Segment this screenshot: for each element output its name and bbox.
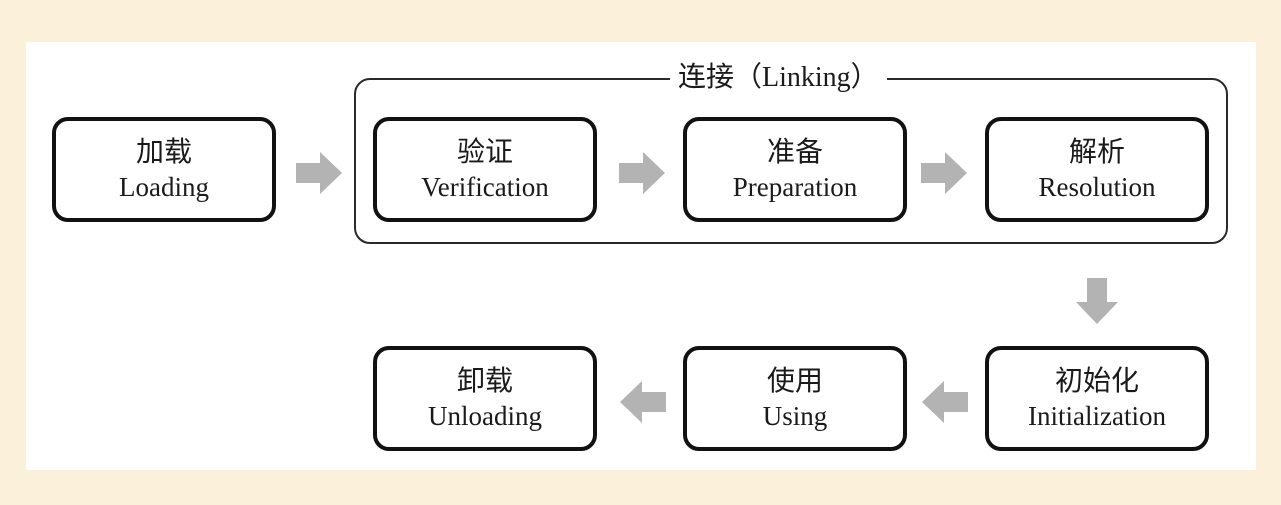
stage-preparation-en: Preparation	[732, 171, 858, 202]
stage-resolution: 解析 Resolution	[985, 117, 1209, 222]
stage-initialization-en: Initialization	[1028, 400, 1166, 431]
stage-resolution-en: Resolution	[1038, 171, 1156, 202]
stage-initialization-zh: 初始化	[1054, 365, 1139, 397]
stage-verification: 验证 Verification	[373, 117, 597, 222]
stage-preparation: 准备 Preparation	[683, 117, 907, 222]
arrow-left-icon	[620, 381, 666, 423]
stage-unloading-zh: 卸载	[456, 365, 513, 397]
stage-unloading: 卸载 Unloading	[373, 346, 597, 451]
stage-loading: 加载 Loading	[52, 117, 276, 222]
stage-using-en: Using	[762, 400, 828, 431]
arrow-left-icon	[922, 381, 968, 423]
arrow-right-icon	[619, 152, 665, 194]
stage-unloading-en: Unloading	[428, 400, 542, 431]
stage-using-zh: 使用	[766, 365, 823, 397]
stage-using: 使用 Using	[683, 346, 907, 451]
stage-verification-zh: 验证	[456, 136, 513, 168]
arrow-right-icon	[296, 152, 342, 194]
stage-preparation-zh: 准备	[766, 136, 823, 168]
stage-loading-zh: 加载	[135, 136, 192, 168]
stage-resolution-zh: 解析	[1068, 136, 1125, 168]
arrow-down-icon	[1076, 278, 1118, 324]
arrow-right-icon	[921, 152, 967, 194]
linking-group-label: 连接（Linking）	[670, 60, 887, 96]
stage-initialization: 初始化 Initialization	[985, 346, 1209, 451]
stage-verification-en: Verification	[421, 171, 549, 202]
stage-loading-en: Loading	[119, 171, 209, 202]
